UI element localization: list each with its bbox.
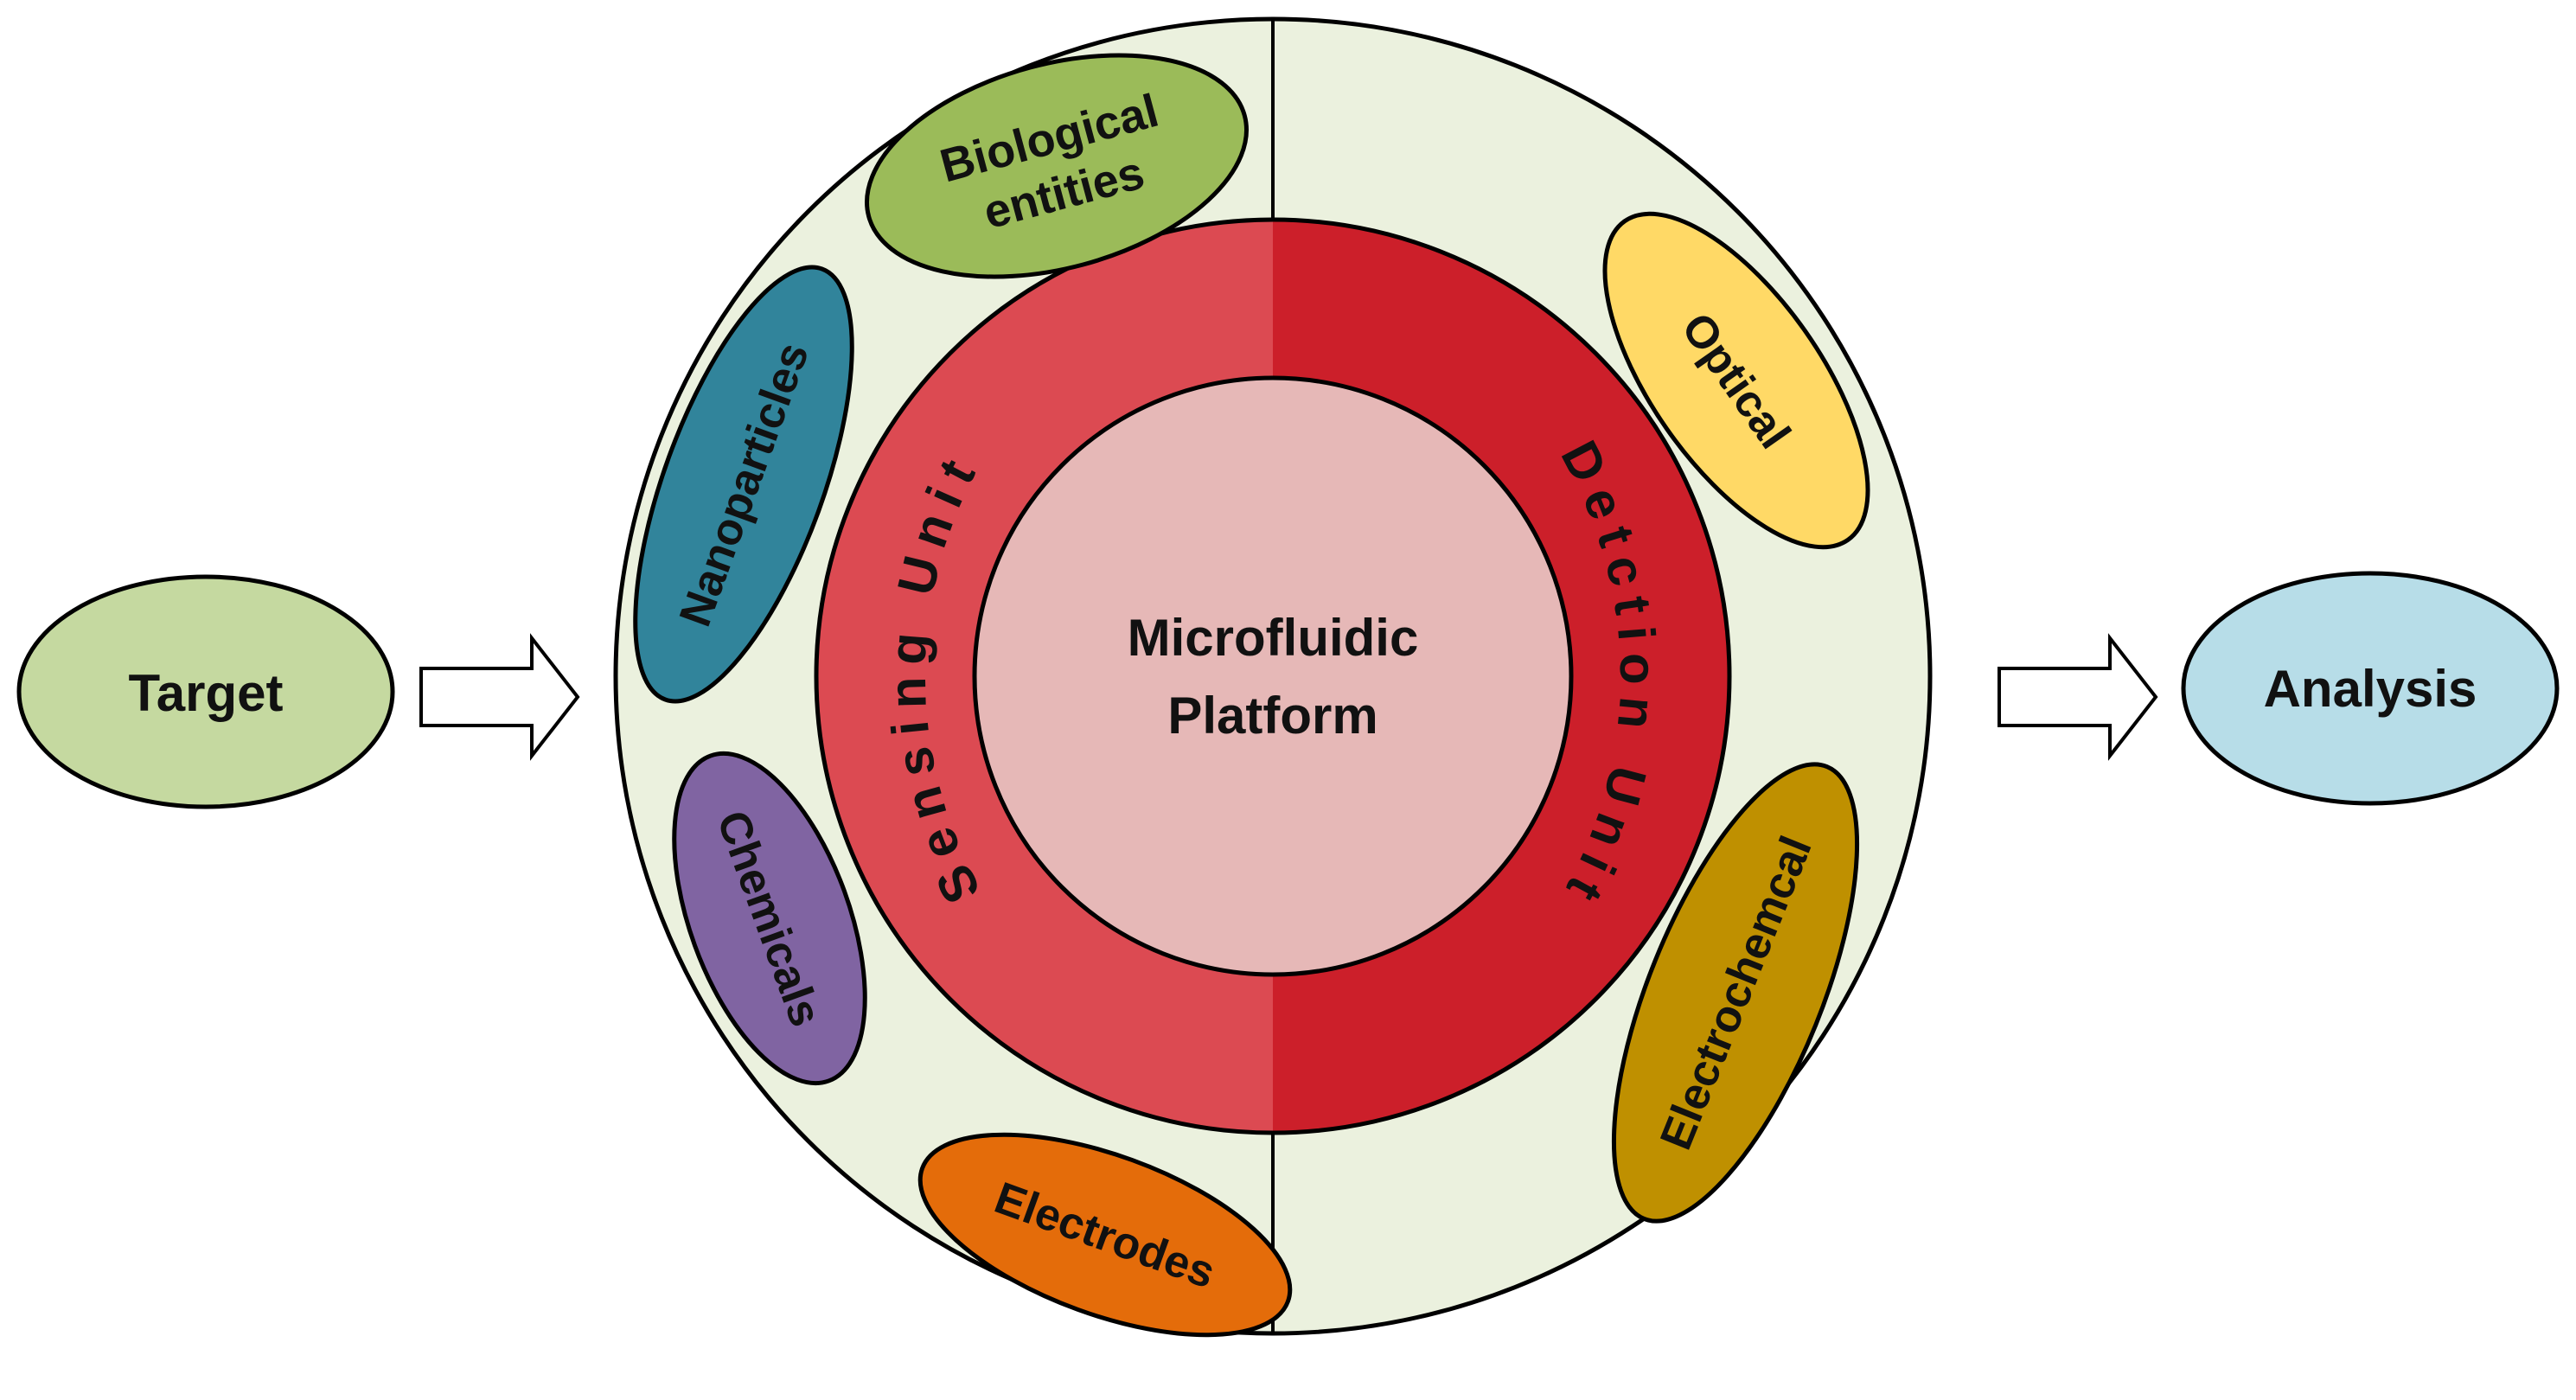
detection-element-optical: Optical bbox=[1602, 211, 1870, 550]
sensing-element-electrodes: Electrodes bbox=[917, 1132, 1293, 1338]
target-ellipse bbox=[16, 574, 395, 809]
center-title: Microfluidic bbox=[1128, 609, 1419, 667]
center-circle bbox=[972, 375, 1574, 977]
analysis-label: Analysis bbox=[2264, 660, 2477, 718]
target-label: Target bbox=[129, 664, 284, 722]
output-arrow-icon bbox=[1998, 633, 2158, 761]
sensing-element-chemicals: Chemicals bbox=[672, 751, 867, 1086]
input-arrow-icon bbox=[419, 633, 580, 761]
ring-outline bbox=[814, 217, 1732, 1135]
analysis-ellipse bbox=[2181, 571, 2560, 806]
sensing-element-biological-entities: Biological entities bbox=[865, 53, 1249, 279]
center-subtitle: Platform bbox=[1167, 687, 1377, 745]
